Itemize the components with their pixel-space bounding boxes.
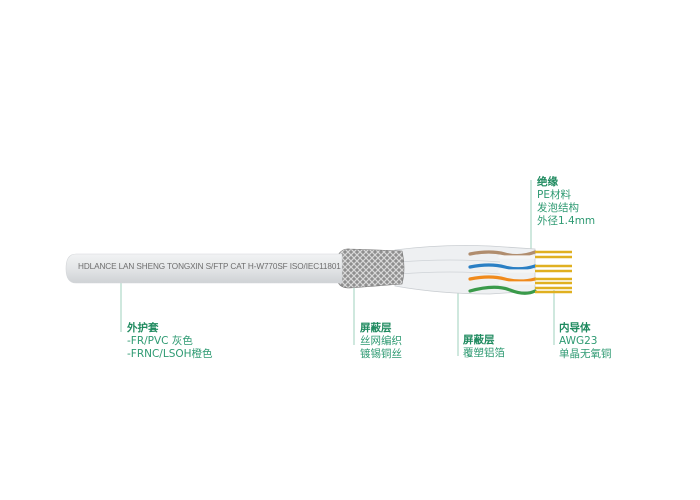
label-jacket: 外护套 -FR/PVC 灰色 -FRNC/LSOH橙色 (127, 322, 213, 361)
label-title: 屏蔽层 (360, 322, 392, 334)
label-line: -FR/PVC 灰色 (127, 335, 193, 347)
label-line: 单晶无氧铜 (559, 348, 612, 360)
outer-jacket (65, 253, 343, 284)
label-line: AWG23 (559, 335, 598, 347)
label-line: 外径1.4mm (537, 215, 596, 227)
label-line: 丝网编织 (360, 335, 402, 347)
twisted-pairs (468, 250, 537, 295)
label-line: 镀锡铜丝 (360, 348, 402, 360)
label-insulation: 绝缘 PE材料 发泡结构 外径1.4mm (537, 176, 595, 228)
label-title: 屏蔽层 (463, 334, 495, 346)
inner-conductors (535, 250, 572, 294)
jacket-print-text: HDLANCE LAN SHENG TONGXIN S/FTP CAT H-W7… (78, 262, 341, 271)
label-title: 绝缘 (537, 176, 558, 188)
leader-lines (120, 180, 555, 356)
label-braid: 屏蔽层 丝网编织 镀锡铜丝 (360, 322, 402, 361)
label-foil: 屏蔽层 覆塑铝箔 (463, 334, 505, 360)
label-line: -FRNC/LSOH橙色 (127, 348, 213, 360)
label-line: PE材料 (537, 189, 571, 201)
label-title: 内导体 (559, 322, 591, 334)
label-line: 发泡结构 (537, 202, 579, 214)
label-conductor: 内导体 AWG23 单晶无氧铜 (559, 322, 612, 361)
label-line: 覆塑铝箔 (463, 347, 505, 359)
braid-shield (337, 248, 405, 289)
label-title: 外护套 (127, 322, 159, 334)
